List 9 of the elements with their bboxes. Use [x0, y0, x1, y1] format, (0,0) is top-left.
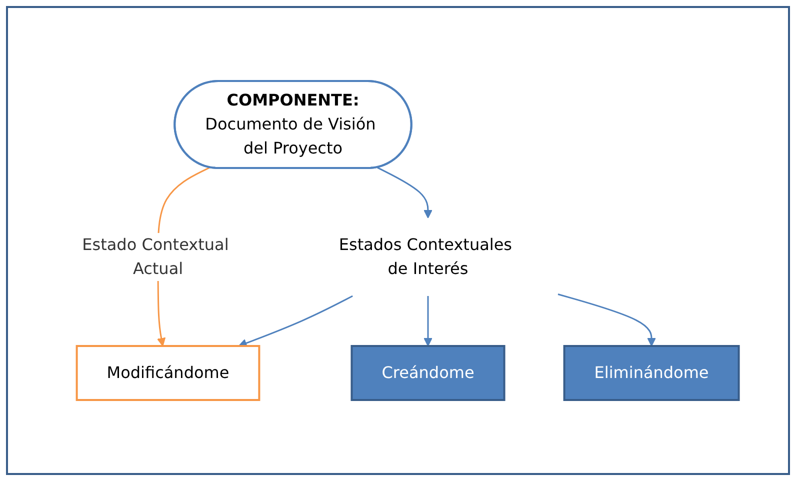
node-text: Estados Contextuales de Interés: [338, 235, 512, 278]
arrow: [557, 294, 656, 346]
edge-label: Estado Contextual Actual: [82, 235, 228, 278]
arrow: [376, 166, 432, 218]
node-box: Creándome: [350, 345, 505, 401]
arrow: [423, 296, 432, 346]
node-box: Modificándome: [75, 345, 260, 401]
node-box: Eliminándome: [562, 345, 740, 401]
arrow: [238, 295, 353, 348]
